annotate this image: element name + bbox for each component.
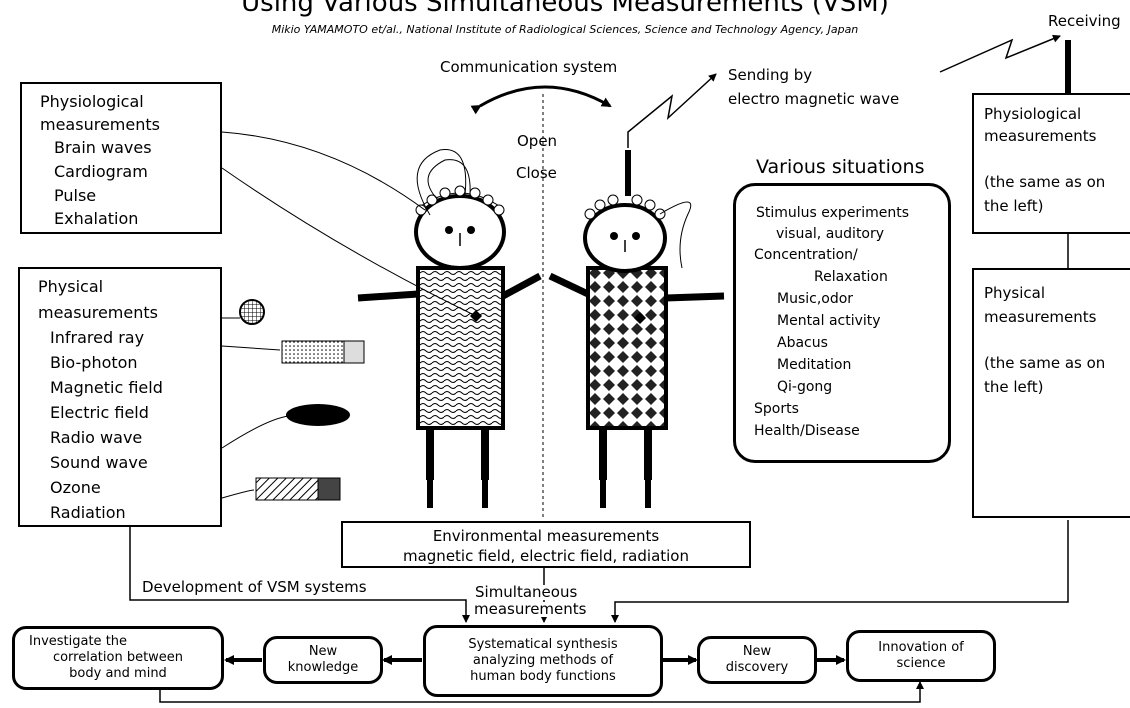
physiological-left-title-2: measurements bbox=[40, 115, 160, 134]
innovation-text-1: Innovation of bbox=[878, 639, 964, 655]
list-item: Exhalation bbox=[54, 209, 139, 228]
page-title: Using Various Simultaneous Measurements … bbox=[241, 0, 889, 18]
list-item: Cardiogram bbox=[54, 162, 148, 181]
list-item: Mental activity bbox=[777, 313, 881, 329]
investigate-text-3: body and mind bbox=[69, 666, 167, 682]
list-item: Magnetic field bbox=[50, 378, 163, 397]
list-item: Sports bbox=[754, 401, 799, 417]
sending-label-1: Sending by bbox=[728, 66, 813, 84]
new-knowledge-box: New knowledge bbox=[263, 636, 383, 684]
physiological-right-title-2: measurements bbox=[984, 127, 1097, 145]
situations-box: Stimulus experiments visual, auditory Co… bbox=[733, 183, 951, 463]
list-item: Bio-photon bbox=[50, 353, 138, 372]
synthesis-text-3: human body functions bbox=[470, 669, 616, 685]
radiation-sensor-icon bbox=[255, 477, 341, 501]
physical-left-title-2: measurements bbox=[38, 303, 158, 322]
open-label: Open bbox=[517, 132, 558, 150]
communication-arrow bbox=[470, 85, 612, 115]
physiological-left-title-1: Physiological bbox=[40, 92, 144, 111]
sending-label-2: electro magnetic wave bbox=[728, 90, 900, 108]
magnetic-sensor-icon bbox=[286, 404, 350, 426]
physical-right-title-1: Physical bbox=[984, 284, 1046, 302]
infrared-sensor-icon bbox=[239, 299, 265, 325]
investigate-text-2: correlation between bbox=[52, 649, 184, 665]
new-discovery-text-2: discovery bbox=[725, 660, 789, 675]
situations-title: Various situations bbox=[756, 156, 925, 178]
list-item: Infrared ray bbox=[50, 328, 145, 347]
environmental-title: Environmental measurements bbox=[432, 527, 660, 545]
investigate-text-1: Investigate the bbox=[29, 633, 128, 649]
left-person bbox=[357, 185, 542, 508]
list-item: Radiation bbox=[50, 503, 126, 522]
communication-label: Communication system bbox=[440, 58, 618, 76]
list-item: Electric field bbox=[50, 403, 149, 422]
new-knowledge-text-2: knowledge bbox=[287, 660, 359, 675]
authors-line: Mikio YAMAMOTO et/al., National Institut… bbox=[271, 23, 859, 36]
synthesis-box: Systematical synthesis analyzing methods… bbox=[423, 625, 663, 697]
new-discovery-text-1: New bbox=[742, 643, 772, 659]
list-item: Radio wave bbox=[50, 428, 143, 447]
innovation-box: Innovation of science bbox=[846, 630, 996, 682]
physiological-right-note-1: (the same as on bbox=[984, 173, 1106, 191]
physical-left-box: Physical measurements Infrared ray Bio-p… bbox=[18, 267, 222, 527]
innovation-text-2: science bbox=[896, 656, 946, 671]
physiological-left-box: Physiological measurements Brain waves C… bbox=[20, 82, 222, 234]
close-label: Close bbox=[516, 164, 557, 182]
list-item: Brain waves bbox=[54, 138, 152, 157]
list-item: Music,odor bbox=[777, 291, 854, 307]
physical-right-note-2: the left) bbox=[984, 378, 1044, 396]
investigate-box: Investigate the correlation between body… bbox=[12, 626, 224, 690]
list-item: Health/Disease bbox=[754, 423, 860, 439]
simultaneous-label-2: measurements bbox=[474, 600, 587, 618]
physiological-right-title-1: Physiological bbox=[984, 105, 1082, 123]
synthesis-text-1: Systematical synthesis bbox=[468, 636, 618, 652]
receiving-wave bbox=[939, 34, 1061, 73]
new-knowledge-text-1: New bbox=[308, 643, 338, 659]
list-item: Stimulus experiments bbox=[756, 205, 909, 221]
physical-left-title-1: Physical bbox=[38, 277, 104, 296]
physiological-right-note-2: the left) bbox=[984, 197, 1044, 215]
list-item: Qi-gong bbox=[777, 379, 833, 395]
list-item: Sound wave bbox=[50, 453, 148, 472]
physical-right-title-2: measurements bbox=[984, 308, 1097, 326]
environmental-items: magnetic field, electric field, radiatio… bbox=[402, 547, 689, 565]
synthesis-text-2: analyzing methods of bbox=[472, 652, 614, 668]
list-item: Abacus bbox=[777, 335, 828, 351]
sensor-wires bbox=[221, 131, 477, 499]
physical-right-box: Physical measurements (the same as on th… bbox=[972, 268, 1130, 518]
right-person bbox=[548, 150, 725, 508]
list-item: visual, auditory bbox=[776, 226, 885, 242]
bio-photon-sensor-icon bbox=[281, 340, 365, 364]
development-label: Development of VSM systems bbox=[142, 578, 367, 596]
list-item: Ozone bbox=[50, 478, 101, 497]
list-item: Pulse bbox=[54, 186, 97, 205]
physical-right-note-1: (the same as on bbox=[984, 354, 1106, 372]
sending-wave bbox=[627, 73, 717, 148]
receiving-label: Receiving bbox=[1048, 12, 1121, 30]
physiological-right-box: Physiological measurements (the same as … bbox=[972, 93, 1130, 234]
simultaneous-label-1: Simultaneous bbox=[475, 583, 578, 601]
list-item: Meditation bbox=[777, 357, 852, 373]
list-item: Concentration/ bbox=[754, 247, 858, 263]
environmental-box: Environmental measurements magnetic fiel… bbox=[341, 521, 751, 568]
new-discovery-box: New discovery bbox=[697, 636, 817, 684]
list-item: Relaxation bbox=[814, 269, 888, 285]
